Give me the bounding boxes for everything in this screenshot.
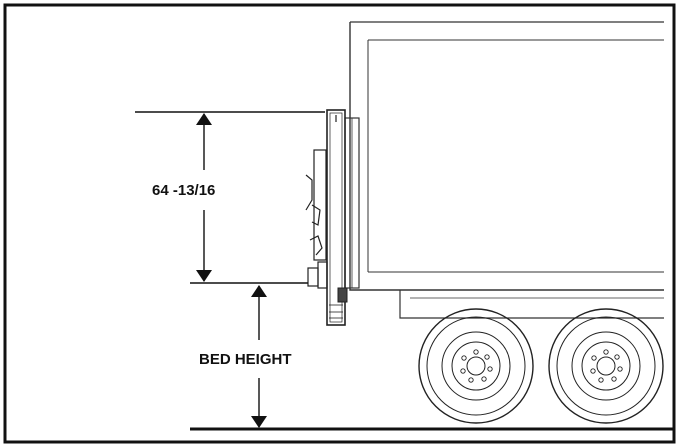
rear-wheels [418, 308, 664, 424]
diagram-frame [3, 3, 676, 444]
wheel-right [548, 308, 664, 424]
truck-body [344, 21, 664, 319]
bed-height-label: BED HEIGHT [199, 351, 292, 368]
wheel-left [418, 308, 534, 424]
dimension-label: 64 -13/16 [152, 182, 215, 199]
liftgate-platform [305, 109, 348, 326]
